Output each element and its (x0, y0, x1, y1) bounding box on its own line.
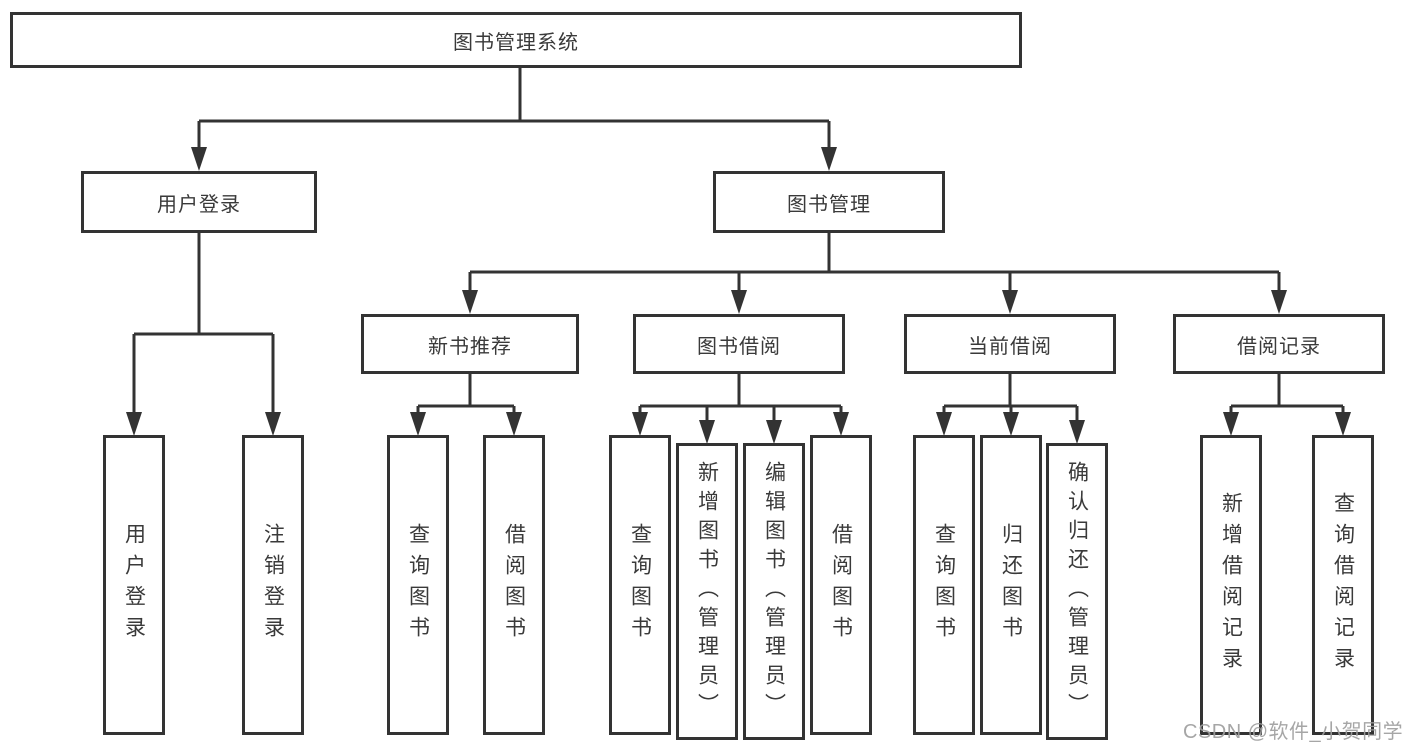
leaf-confirm-return-admin: 确认归还（管理员） (1046, 443, 1108, 740)
node-book-borrow: 图书借阅 (633, 314, 845, 374)
node-root-system: 图书管理系统 (10, 12, 1022, 68)
leaf-add-borrow-record: 新增借阅记录 (1200, 435, 1262, 735)
leaf-query-book-recommend-label: 查询图书 (406, 523, 430, 647)
node-user-login: 用户登录 (81, 171, 317, 233)
leaf-user-login: 用户登录 (103, 435, 165, 735)
leaf-query-book-current-label: 查询图书 (932, 523, 956, 647)
leaf-query-book-current: 查询图书 (913, 435, 975, 735)
node-new-book-recommend: 新书推荐 (361, 314, 579, 374)
node-book-management: 图书管理 (713, 171, 945, 233)
leaf-return-book: 归还图书 (980, 435, 1042, 735)
node-new-book-recommend-label: 新书推荐 (428, 335, 512, 358)
leaf-add-borrow-record-label: 新增借阅记录 (1219, 492, 1243, 678)
node-user-login-label: 用户登录 (157, 193, 241, 216)
node-borrow-records-label: 借阅记录 (1237, 335, 1321, 358)
leaf-user-login-label: 用户登录 (122, 523, 146, 647)
leaf-add-book-admin-label: 新增图书（管理员） (695, 461, 719, 722)
leaf-borrow-book-borrow-label: 借阅图书 (829, 523, 853, 647)
leaf-borrow-book-recommend-label: 借阅图书 (502, 523, 526, 647)
leaf-query-book-recommend: 查询图书 (387, 435, 449, 735)
node-root-label: 图书管理系统 (453, 31, 579, 54)
leaf-add-book-admin: 新增图书（管理员） (676, 443, 738, 740)
leaf-edit-book-admin: 编辑图书（管理员） (743, 443, 805, 740)
node-current-borrow: 当前借阅 (904, 314, 1116, 374)
node-book-borrow-label: 图书借阅 (697, 335, 781, 358)
leaf-confirm-return-admin-label: 确认归还（管理员） (1065, 461, 1089, 722)
leaf-borrow-book-borrow: 借阅图书 (810, 435, 872, 735)
csdn-watermark: CSDN @软件_小贺同学 (1183, 721, 1404, 743)
leaf-logout-label: 注销登录 (261, 523, 285, 647)
node-borrow-records: 借阅记录 (1173, 314, 1385, 374)
leaf-borrow-book-recommend: 借阅图书 (483, 435, 545, 735)
node-book-management-label: 图书管理 (787, 193, 871, 216)
leaf-logout: 注销登录 (242, 435, 304, 735)
leaf-edit-book-admin-label: 编辑图书（管理员） (762, 461, 786, 722)
leaf-query-borrow-record: 查询借阅记录 (1312, 435, 1374, 735)
leaf-query-book-borrow-label: 查询图书 (628, 523, 652, 647)
leaf-query-book-borrow: 查询图书 (609, 435, 671, 735)
leaf-query-borrow-record-label: 查询借阅记录 (1331, 492, 1355, 678)
node-current-borrow-label: 当前借阅 (968, 335, 1052, 358)
leaf-return-book-label: 归还图书 (999, 523, 1023, 647)
